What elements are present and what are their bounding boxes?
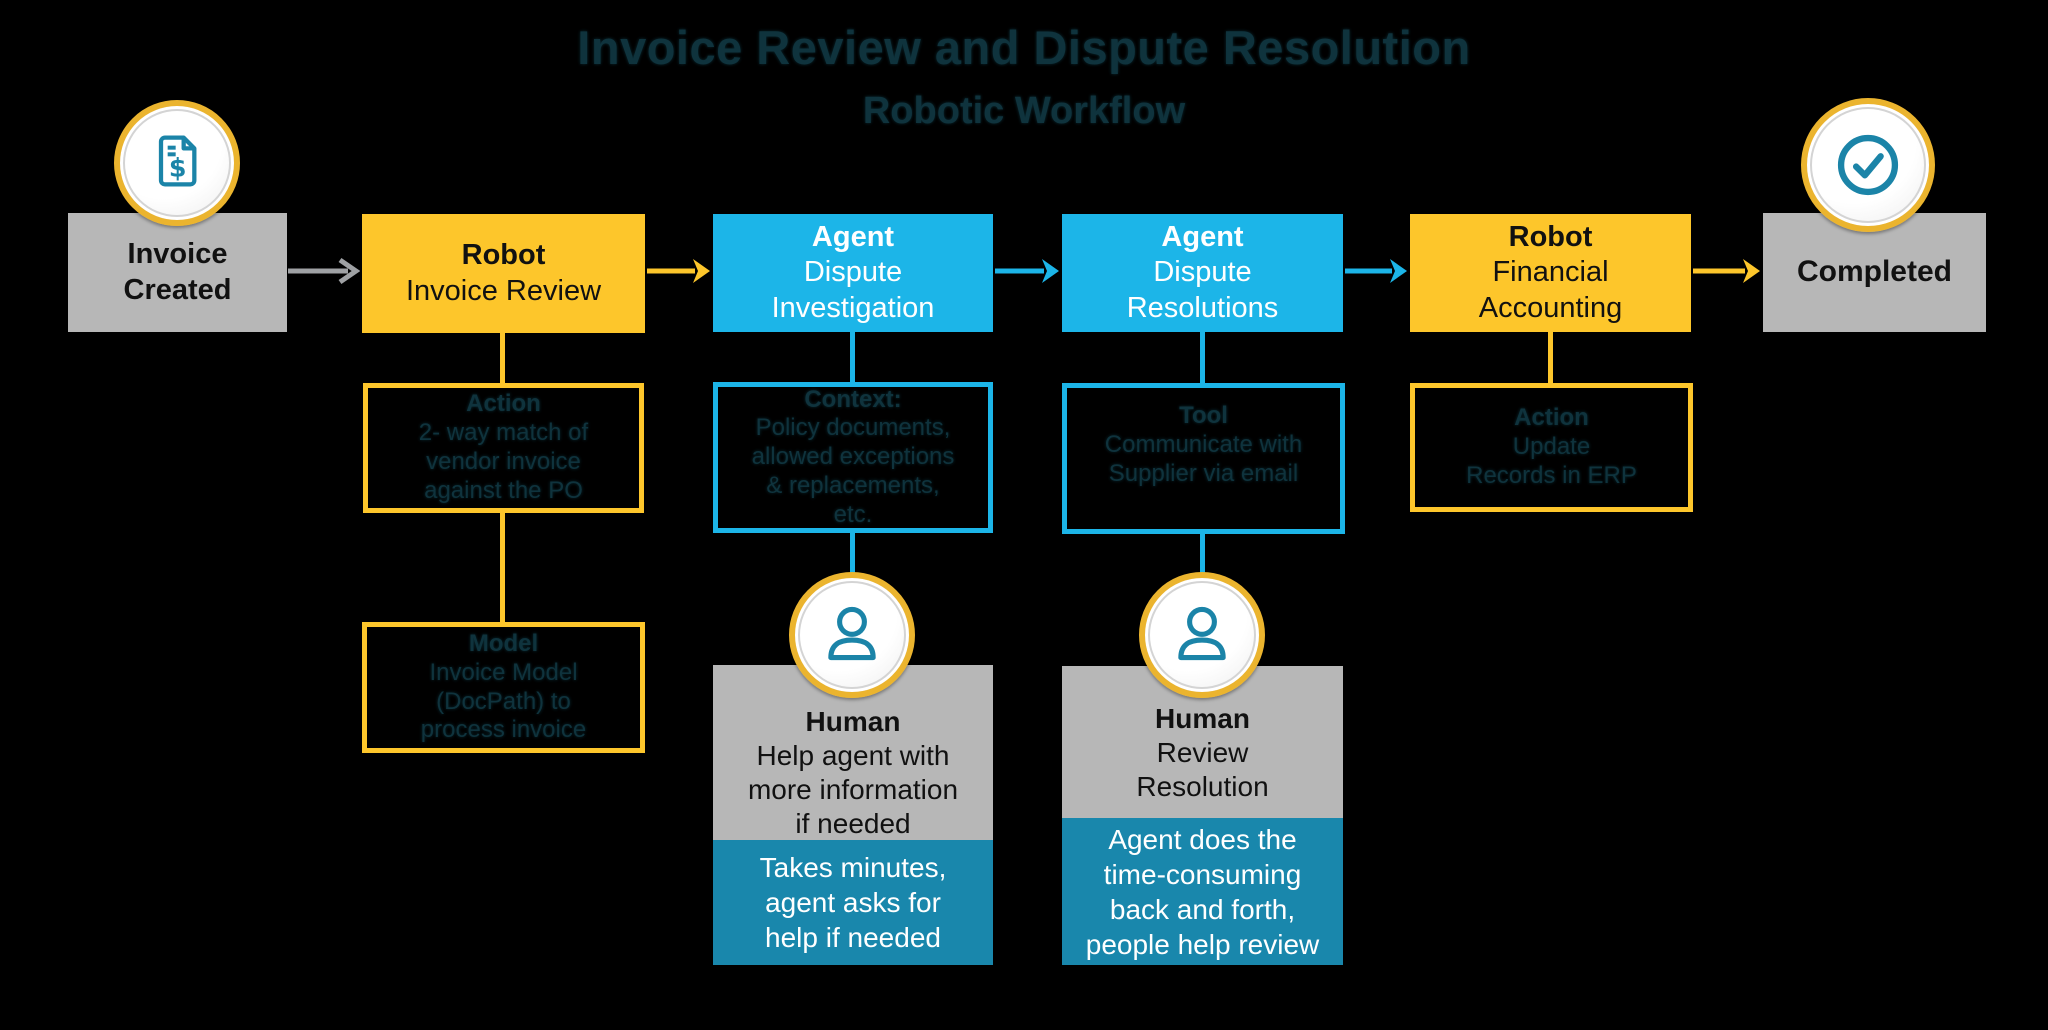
- node-robot-invoice-review: Robot Invoice Review: [362, 214, 645, 333]
- detail-agent-tool-body: Communicate with Supplier via email: [1104, 431, 1303, 487]
- node-agent-dispute-investigation-role: Agent: [811, 220, 895, 253]
- connector-resolutions-to-tool: [1200, 332, 1205, 383]
- detail-robot-action-erp: Action Update Records in ERP: [1410, 383, 1693, 512]
- detail-robot-action-body: 2- way match of vendor invoice against t…: [418, 419, 589, 504]
- connector-action-to-model: [500, 513, 505, 622]
- arrow-review-to-investigation: [647, 259, 710, 283]
- detail-robot-model-heading: Model: [468, 629, 539, 657]
- arrow-accounting-to-completed: [1693, 259, 1760, 283]
- arrow-created-to-review: [288, 257, 360, 285]
- svg-text:$: $: [169, 152, 187, 182]
- detail-robot-action-erp-body: Update Records in ERP: [1466, 433, 1637, 489]
- human-resolution-task: Review Resolution: [1136, 737, 1269, 803]
- node-agent-dispute-resolutions: Agent Dispute Resolutions: [1062, 214, 1343, 332]
- human-note-resolution: Agent does the time-consuming back and f…: [1062, 818, 1343, 965]
- node-robot-financial-accounting-role: Robot: [1508, 220, 1593, 253]
- human-card-investigation: Human Help agent with more information i…: [713, 665, 993, 840]
- node-robot-financial-accounting-name: Financial Accounting: [1478, 256, 1623, 324]
- node-completed-label: Completed: [1796, 255, 1952, 289]
- person-icon: [1178, 606, 1226, 661]
- human-investigation-task: Help agent with more information if need…: [747, 740, 959, 840]
- node-agent-dispute-resolutions-role: Agent: [1161, 220, 1244, 253]
- human-note-investigation: Takes minutes, agent asks for help if ne…: [713, 840, 993, 965]
- human-resolution-note: Agent does the time-consuming back and f…: [1085, 823, 1320, 960]
- arrow-resolutions-to-accounting: [1345, 259, 1407, 283]
- detail-agent-context-heading: Context:: [804, 385, 902, 413]
- node-robot-invoice-review-name: Invoice Review: [405, 274, 602, 307]
- connector-robot-review-to-action: [500, 332, 505, 383]
- invoice-dollar-icon: $: [158, 135, 197, 187]
- detail-agent-context-body: Policy documents, allowed exceptions & r…: [751, 414, 955, 528]
- node-agent-dispute-resolutions-name: Dispute Resolutions: [1126, 256, 1279, 324]
- human-resolution-role: Human: [1155, 703, 1250, 734]
- page-title: Invoice Review and Dispute Resolution: [577, 21, 1471, 74]
- completed-badge: [1801, 98, 1935, 232]
- node-robot-financial-accounting: Robot Financial Accounting: [1410, 214, 1691, 332]
- human-investigation-role: Human: [805, 706, 901, 737]
- node-agent-dispute-investigation-name: Dispute Investigation: [771, 256, 935, 324]
- connector-investigation-to-context: [850, 332, 855, 382]
- human-resolution-badge: [1139, 572, 1265, 698]
- node-completed: Completed: [1763, 213, 1986, 332]
- node-agent-dispute-investigation: Agent Dispute Investigation: [713, 214, 993, 332]
- node-invoice-created-label: Invoice Created: [123, 238, 232, 306]
- detail-agent-tool-heading: Tool: [1179, 402, 1228, 430]
- detail-robot-action: Action 2- way match of vendor invoice ag…: [363, 383, 644, 513]
- person-icon: [828, 606, 876, 661]
- detail-robot-model-body: Invoice Model (DocPath) to process invoi…: [420, 658, 587, 744]
- human-investigation-note: Takes minutes, agent asks for help if ne…: [759, 852, 947, 953]
- detail-robot-action-heading: Action: [466, 390, 541, 418]
- node-robot-invoice-review-role: Robot: [461, 239, 546, 272]
- check-circle-icon: [1837, 134, 1899, 196]
- arrow-investigation-to-resolutions: [995, 259, 1059, 283]
- detail-robot-model: Model Invoice Model (DocPath) to process…: [362, 622, 645, 753]
- invoice-created-badge: $: [114, 100, 240, 226]
- detail-agent-context: Context: Policy documents, allowed excep…: [713, 382, 993, 533]
- human-investigation-badge: [789, 572, 915, 698]
- connector-context-to-human: [850, 533, 855, 577]
- connector-tool-to-human: [1200, 534, 1205, 577]
- detail-agent-tool: Tool Communicate with Supplier via email: [1062, 383, 1345, 534]
- detail-robot-action-erp-heading: Action: [1514, 404, 1589, 432]
- page-subtitle: Robotic Workflow: [862, 90, 1186, 132]
- connector-financial-to-action: [1548, 331, 1553, 383]
- node-invoice-created: Invoice Created: [68, 213, 287, 332]
